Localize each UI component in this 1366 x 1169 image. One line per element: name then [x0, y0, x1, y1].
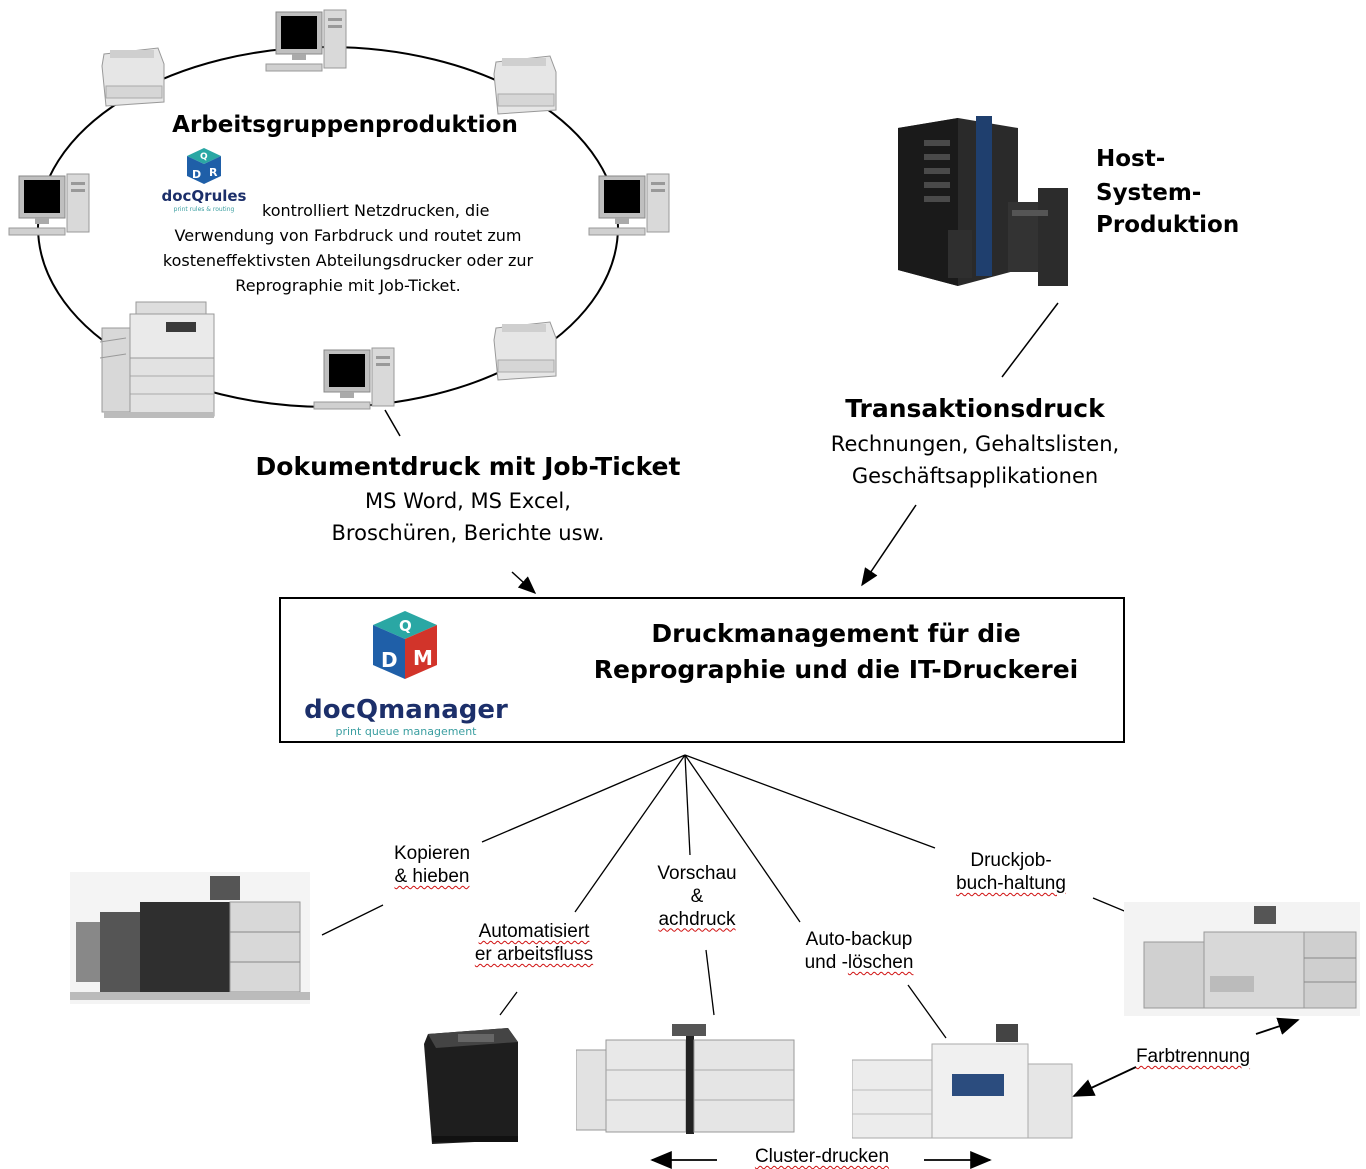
preview-device-line [705, 949, 715, 1016]
host-title-line-3: Produktion [1096, 212, 1240, 238]
feature-accounting-line-1: Druckjob- [970, 850, 1052, 871]
feature-preview: Vorschau & achdruck [642, 863, 752, 931]
printer-icon [493, 55, 557, 115]
feature-accounting: Druckjob- buch-haltung [936, 850, 1086, 896]
mainframe-server-icon [898, 116, 1068, 286]
feature-backup-line-2: und -löschen [804, 951, 914, 973]
production-printer-icon [70, 872, 310, 1004]
feature-copy-line-1: Kopieren [393, 843, 471, 864]
feature-automation: Automatisiert er arbeitsfluss [452, 921, 616, 967]
workgroup-title: Arbeitsgruppenproduktion [172, 112, 518, 138]
host-connector [1001, 302, 1059, 378]
transaction-arrow [861, 504, 917, 587]
workgroup-desc-line-3: kosteneffektivsten Abteilungsdrucker ode… [162, 251, 534, 270]
workgroup-desc-line-1: kontrolliert Netzdrucken, die [262, 201, 490, 220]
document-print-line-1: MS Word, MS Excel, [365, 489, 571, 513]
document-print-line-2: Broschüren, Berichte usw. [331, 521, 605, 545]
automation-device-line [499, 991, 518, 1016]
printer-icon [493, 321, 557, 381]
document-print-title: Dokumentdruck mit Job-Ticket [255, 452, 681, 481]
multifunction-printer-icon [99, 301, 215, 418]
pc-icon [313, 347, 395, 410]
feature-preview-line-2: & [690, 885, 704, 907]
printer-icon [101, 47, 165, 107]
feature-copy: Kopieren & hieben [382, 843, 482, 889]
workgroup-desc-line-4: Reprographie mit Job-Ticket. [235, 276, 461, 295]
line-matrix-printer-icon [424, 1028, 518, 1144]
feature-copy-line-2: & hieben [394, 865, 470, 887]
feature-automation-line-1: Automatisiert [478, 921, 590, 942]
svg-text:D: D [192, 168, 201, 181]
workgroup-desc-line-2: Verwendung von Farbdruck und routet zum [174, 226, 522, 245]
manager-title-line-2: Reprographie und die IT-Druckerei [593, 655, 1079, 684]
pc-icon [265, 9, 347, 72]
cube-icon: Q D R [187, 148, 221, 184]
copy-device-line [321, 904, 384, 936]
svg-text:Q: Q [200, 152, 208, 162]
feature-backup-line-1: Auto-backup [805, 929, 913, 950]
svg-text:R: R [209, 166, 218, 179]
feature-accounting-line-2: buch-haltung [956, 872, 1066, 894]
colorsep-arrow-left [1072, 1066, 1137, 1097]
feature-cluster: Cluster-drucken [754, 1146, 890, 1167]
docqmanager-logo: Q D M docQmanager print queue management [301, 609, 511, 738]
feature-backup: Auto-backup und -löschen [784, 929, 934, 975]
backup-device-line [907, 984, 947, 1039]
doc-arrow [511, 571, 537, 595]
host-title-line-2: System- [1096, 180, 1202, 206]
pc-icon [588, 173, 670, 236]
svg-text:M: M [413, 646, 433, 670]
cube-icon: Q D M [373, 611, 437, 679]
host-title-line-1: Host- [1096, 146, 1166, 172]
docqrules-wordmark: docQrules [161, 187, 247, 205]
pc-icon [8, 173, 90, 236]
feature-preview-line-3: achdruck [658, 908, 736, 930]
svg-text:D: D [381, 648, 398, 672]
docqrules-tagline: print rules & routing [173, 206, 235, 213]
transaction-line-2: Geschäftsapplikationen [851, 464, 1099, 488]
colorsep-arrow-right [1255, 1017, 1300, 1035]
production-printer-icon [852, 1024, 1073, 1139]
fan-lines [481, 754, 936, 923]
feature-color-separation: Farbtrennung [1135, 1046, 1251, 1067]
manager-title-line-1: Druckmanagement für die [651, 619, 1021, 648]
docqmanager-tagline: print queue management [335, 725, 477, 738]
docqmanager-wordmark: docQmanager [304, 695, 508, 725]
docqrules-logo: Q D R docQrules print rules & routing [156, 146, 252, 218]
feature-automation-line-2: er arbeitsfluss [474, 943, 594, 965]
docqmanager-box: Q D M docQmanager print queue management… [279, 597, 1125, 743]
transaction-line-1: Rechnungen, Gehaltslisten, [830, 432, 1120, 456]
transaction-title: Transaktionsdruck [845, 394, 1105, 423]
production-printer-icon [576, 1024, 795, 1134]
production-printer-icon [1124, 902, 1360, 1016]
doc-connector [384, 409, 401, 437]
feature-preview-line-1: Vorschau [657, 863, 737, 884]
svg-text:Q: Q [399, 617, 412, 635]
